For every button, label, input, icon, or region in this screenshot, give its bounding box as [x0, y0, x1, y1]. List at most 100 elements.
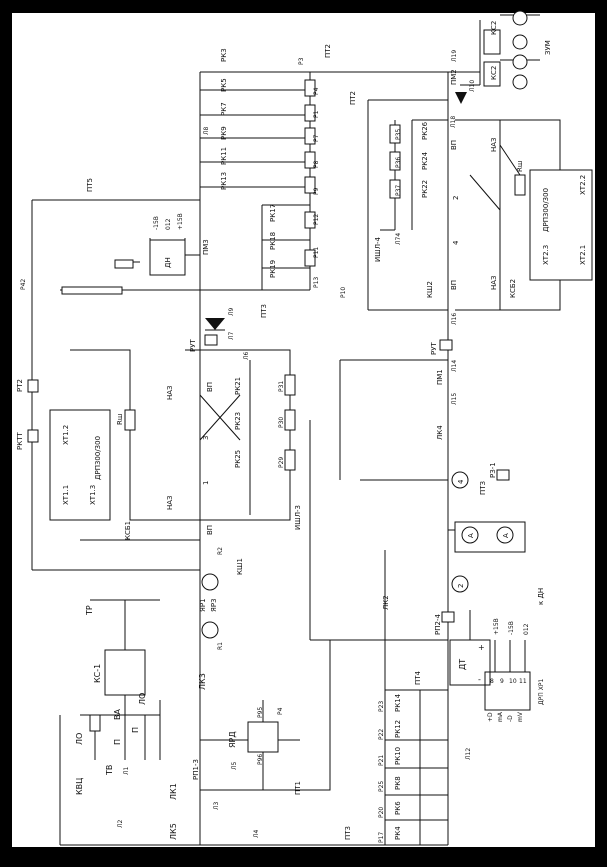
label-rsh2: Rш: [516, 161, 524, 172]
label-pin8: 8: [490, 678, 494, 685]
resistor-r30: [284, 409, 296, 431]
motor-yar1: [201, 621, 219, 639]
label-l10: Л10: [469, 80, 476, 92]
label-lk3: ЛК3: [198, 673, 207, 690]
resistor-p35: [389, 124, 401, 144]
label-md: -D: [507, 715, 514, 722]
label-pm1: ПМ1: [436, 369, 444, 385]
ammeter-1: [461, 526, 479, 544]
label-kc2a: КС2: [490, 21, 498, 35]
label-tv: ТВ: [105, 765, 114, 776]
label-l6: Л6: [243, 351, 250, 360]
label-a1: А: [467, 533, 475, 538]
label-pin11: 11: [519, 678, 527, 685]
label-r30: Р30: [278, 417, 285, 428]
motor-yar3: [201, 573, 219, 591]
label-pt3: ПТ3: [260, 304, 268, 318]
label-rk8: РК8: [394, 776, 402, 790]
label-naz4: НАЗ: [490, 275, 498, 290]
label-p35: Р35: [395, 129, 402, 140]
label-l19: Л19: [451, 50, 458, 62]
resistor-rsh2: [514, 174, 526, 196]
label-rp24: РП2-4: [434, 614, 442, 635]
resistor-p3: [304, 79, 316, 97]
label-lk1: ЛК1: [169, 783, 178, 800]
label-v15p: +15В: [177, 213, 184, 230]
label-plus: +: [478, 643, 485, 652]
label-n3: 3: [202, 436, 210, 440]
label-p25: Р25: [378, 781, 385, 792]
label-rk6: РК6: [394, 801, 402, 815]
label-rk10: РК10: [394, 747, 402, 765]
label-p3: Р3: [298, 57, 305, 65]
label-tr: ТР: [85, 605, 94, 616]
signal-kc2-top: [512, 10, 528, 26]
label-kdn: к ДН: [537, 588, 545, 605]
label-rk11: РК11: [220, 147, 228, 165]
label-mv: mV: [517, 711, 524, 722]
label-xt12: ХТ1.2: [62, 425, 70, 445]
label-rsh1: Rш: [116, 414, 124, 425]
label-lk2: ЛК2: [382, 595, 390, 610]
resistor-p4: [304, 104, 316, 122]
resistor-p12: [304, 211, 316, 229]
components: [27, 10, 528, 732]
label-rk22: РК22: [421, 180, 429, 198]
label-l12: Л12: [465, 748, 472, 760]
label-p22: Р22: [378, 729, 385, 740]
label-l7: Л7: [228, 331, 235, 340]
label-rk17: РК17: [269, 204, 277, 222]
label-p9: Р9: [313, 187, 320, 195]
label-p13: Р13: [313, 277, 320, 288]
resistor-divider: [114, 259, 134, 269]
label-yard: ЯРД: [228, 731, 237, 748]
label-p1r: Р1: [313, 110, 320, 118]
label-xt22: ХТ2.2: [579, 175, 587, 195]
label-l4: Л4: [253, 829, 260, 838]
label-l2: Л2: [117, 819, 124, 828]
label-p2: П: [131, 727, 140, 733]
label-zum: ЗУМ: [544, 40, 552, 55]
relay-rt2: [27, 379, 39, 393]
label-m4: 4: [457, 479, 465, 484]
label-rk9: РК9: [220, 126, 228, 140]
label-r4: Р4: [277, 707, 284, 715]
label-ma: mA: [497, 711, 504, 722]
label-naz2: НАЗ: [166, 495, 174, 510]
label-p10: Р10: [340, 287, 347, 298]
label-a2: А: [502, 533, 510, 538]
label-ptz: ПТЗ: [479, 480, 487, 495]
label-ishl4: ИШЛ-4: [374, 236, 382, 262]
resistor-p11: [304, 249, 316, 267]
label-rut1: РУТ: [189, 339, 197, 352]
label-xt23: ХТ2.3: [542, 245, 550, 265]
motor-4: [451, 471, 469, 489]
label-r29: Р29: [278, 457, 285, 468]
label-rk14: РК14: [394, 693, 402, 712]
label-lk4: ЛК4: [436, 425, 444, 440]
label-l16: Л16: [451, 313, 458, 325]
label-rk24: РК24: [421, 151, 429, 170]
fuse-left: [89, 714, 101, 732]
label-ksh2: КШ2: [426, 281, 434, 298]
relay-pz1: [496, 469, 510, 481]
label-rk19: РК19: [269, 260, 277, 278]
label-drp2: ДРП300/300: [542, 188, 550, 232]
label-p12: Р12: [313, 214, 320, 225]
resistor-r31: [284, 374, 296, 396]
label-l8: Л8: [203, 126, 210, 135]
label-vp1: ВП: [206, 382, 214, 392]
label-l1: Л1: [123, 766, 130, 775]
label-naz3: НАЗ: [490, 137, 498, 152]
label-rk5: РК5: [220, 78, 228, 92]
label-pm3: ПМ3: [202, 239, 210, 255]
label-v15p2: +15В: [493, 618, 500, 635]
label-kc2b: КС2: [490, 66, 498, 80]
label-pt2b: ПТ2: [349, 91, 357, 105]
label-yar1: ЯР1: [199, 598, 207, 612]
label-l15: Л15: [451, 393, 458, 405]
label-xt11: ХТ1.1: [62, 485, 70, 505]
label-l14: Л14: [451, 360, 458, 372]
ammeter-2: [496, 526, 514, 544]
label-p8: Р8: [313, 160, 320, 168]
